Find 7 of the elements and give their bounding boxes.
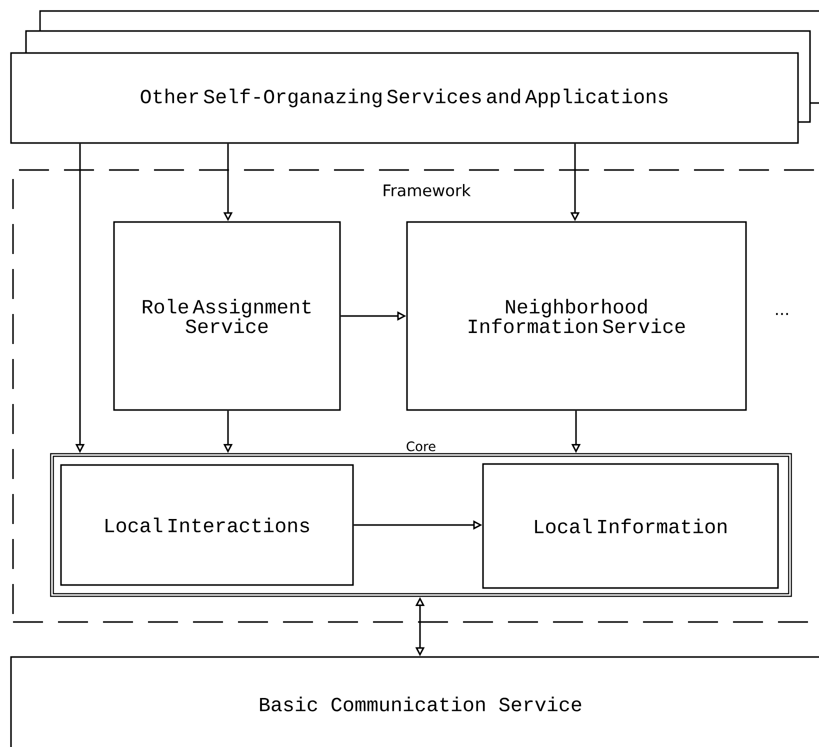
node-label: Core	[406, 441, 436, 452]
component-box: Local Interactions	[60, 464, 354, 586]
service-box: Neighborhood Information Service	[406, 221, 747, 411]
service-box: Basic Communication Service	[10, 656, 819, 747]
ellipsis-label: ...	[776, 313, 788, 315]
component-box: Local Information	[482, 463, 779, 589]
service-box: Role Assignment Service	[113, 221, 341, 411]
